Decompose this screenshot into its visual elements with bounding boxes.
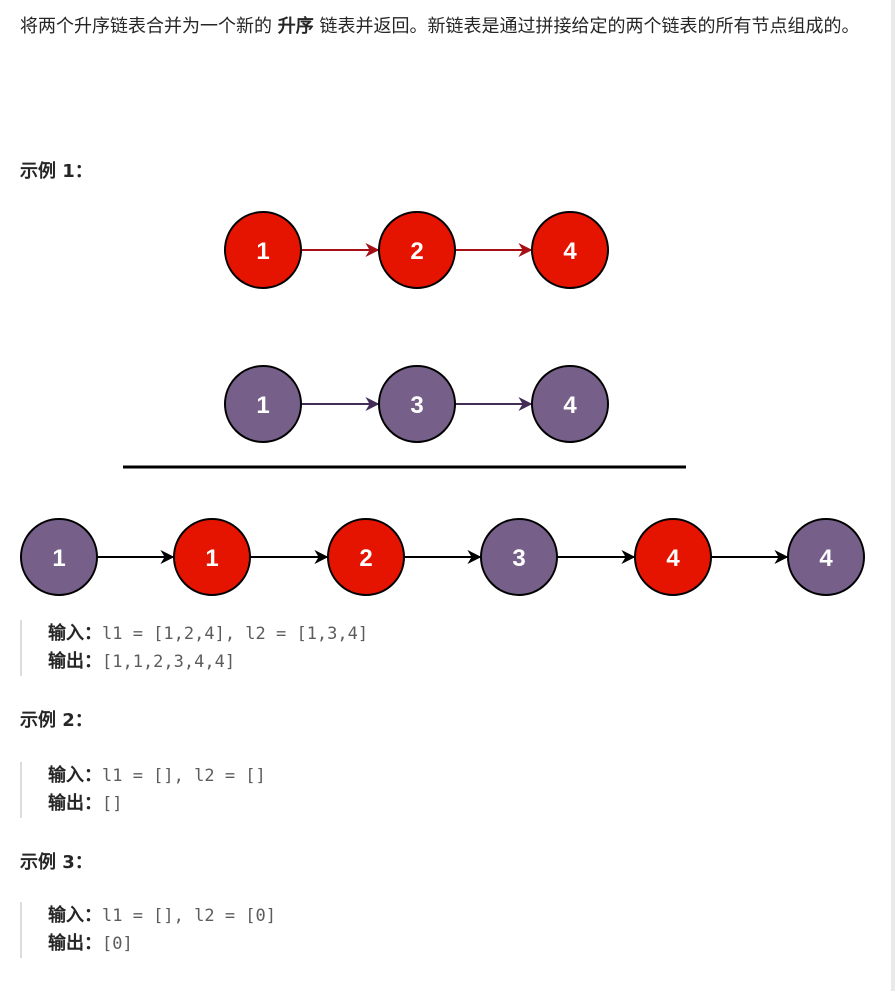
input-label: 输入： xyxy=(48,905,102,926)
list2-node-2 xyxy=(531,365,609,443)
list2-node-label-1: 3 xyxy=(410,392,423,419)
list1-node-label-1: 2 xyxy=(410,238,423,265)
example-2-output: 输出：[] xyxy=(48,790,266,818)
example-1-output: 输出：[1,1,2,3,4,4] xyxy=(48,648,368,676)
description-bold: 升序 xyxy=(277,16,314,37)
merged-node-3 xyxy=(480,518,558,596)
merged-node-label-3: 3 xyxy=(512,545,525,572)
merged-node-4 xyxy=(634,518,712,596)
merged-node-2 xyxy=(327,518,405,596)
merged-node-label-5: 4 xyxy=(819,545,833,572)
description-part2: 链表并返回。新链表是通过拼接给定的两个链表的所有节点组成的。 xyxy=(313,16,860,37)
list1-node-label-2: 4 xyxy=(563,238,577,265)
example-3-title: 示例 3： xyxy=(20,852,93,873)
example-3-output: 输出：[0] xyxy=(48,930,276,958)
output-value: [0] xyxy=(102,934,133,954)
description-part1: 将两个升序链表合并为一个新的 xyxy=(20,16,278,37)
example-1-input: 输入：l1 = [1,2,4], l2 = [1,3,4] xyxy=(48,620,368,648)
scrollbar[interactable] xyxy=(891,0,895,991)
example-3-input: 输入：l1 = [], l2 = [0] xyxy=(48,902,276,930)
input-value: l1 = [], l2 = [0] xyxy=(102,906,276,926)
output-label: 输出： xyxy=(48,651,102,672)
example-1-io: 输入：l1 = [1,2,4], l2 = [1,3,4] 输出：[1,1,2,… xyxy=(20,620,368,676)
output-value: [1,1,2,3,4,4] xyxy=(102,652,236,672)
output-label: 输出： xyxy=(48,793,102,814)
merged-node-5 xyxy=(787,518,865,596)
input-value: l1 = [], l2 = [] xyxy=(102,766,266,786)
example-2-io: 输入：l1 = [], l2 = [] 输出：[] xyxy=(20,762,266,818)
merged-node-label-4: 4 xyxy=(666,545,680,572)
list1-node-1 xyxy=(378,211,456,289)
list2-node-label-2: 4 xyxy=(563,392,577,419)
output-value: [] xyxy=(102,794,123,814)
example-3-io: 输入：l1 = [], l2 = [0] 输出：[0] xyxy=(20,902,276,958)
output-label: 输出： xyxy=(48,933,102,954)
merged-node-label-2: 2 xyxy=(359,545,372,572)
input-label: 输入： xyxy=(48,623,102,644)
example-1-title: 示例 1： xyxy=(20,161,93,182)
list1-node-label-0: 1 xyxy=(256,238,269,265)
list1-node-2 xyxy=(531,211,609,289)
example-2-title: 示例 2： xyxy=(20,710,93,731)
merged-node-label-1: 1 xyxy=(205,545,218,572)
merged-node-1 xyxy=(173,518,251,596)
merged-node-label-0: 1 xyxy=(52,545,65,572)
linked-list-diagram: 1 2 4 1 3 4 1 1 2 3 4 4 xyxy=(20,211,865,596)
list2-node-label-0: 1 xyxy=(256,392,269,419)
list2-node-1 xyxy=(378,365,456,443)
example-2-input: 输入：l1 = [], l2 = [] xyxy=(48,762,266,790)
list2-node-0 xyxy=(224,365,302,443)
input-value: l1 = [1,2,4], l2 = [1,3,4] xyxy=(102,624,369,644)
input-label: 输入： xyxy=(48,765,102,786)
problem-description: 将两个升序链表合并为一个新的 升序 链表并返回。新链表是通过拼接给定的两个链表的… xyxy=(20,12,872,42)
merged-node-0 xyxy=(20,518,98,596)
list1-node-0 xyxy=(224,211,302,289)
